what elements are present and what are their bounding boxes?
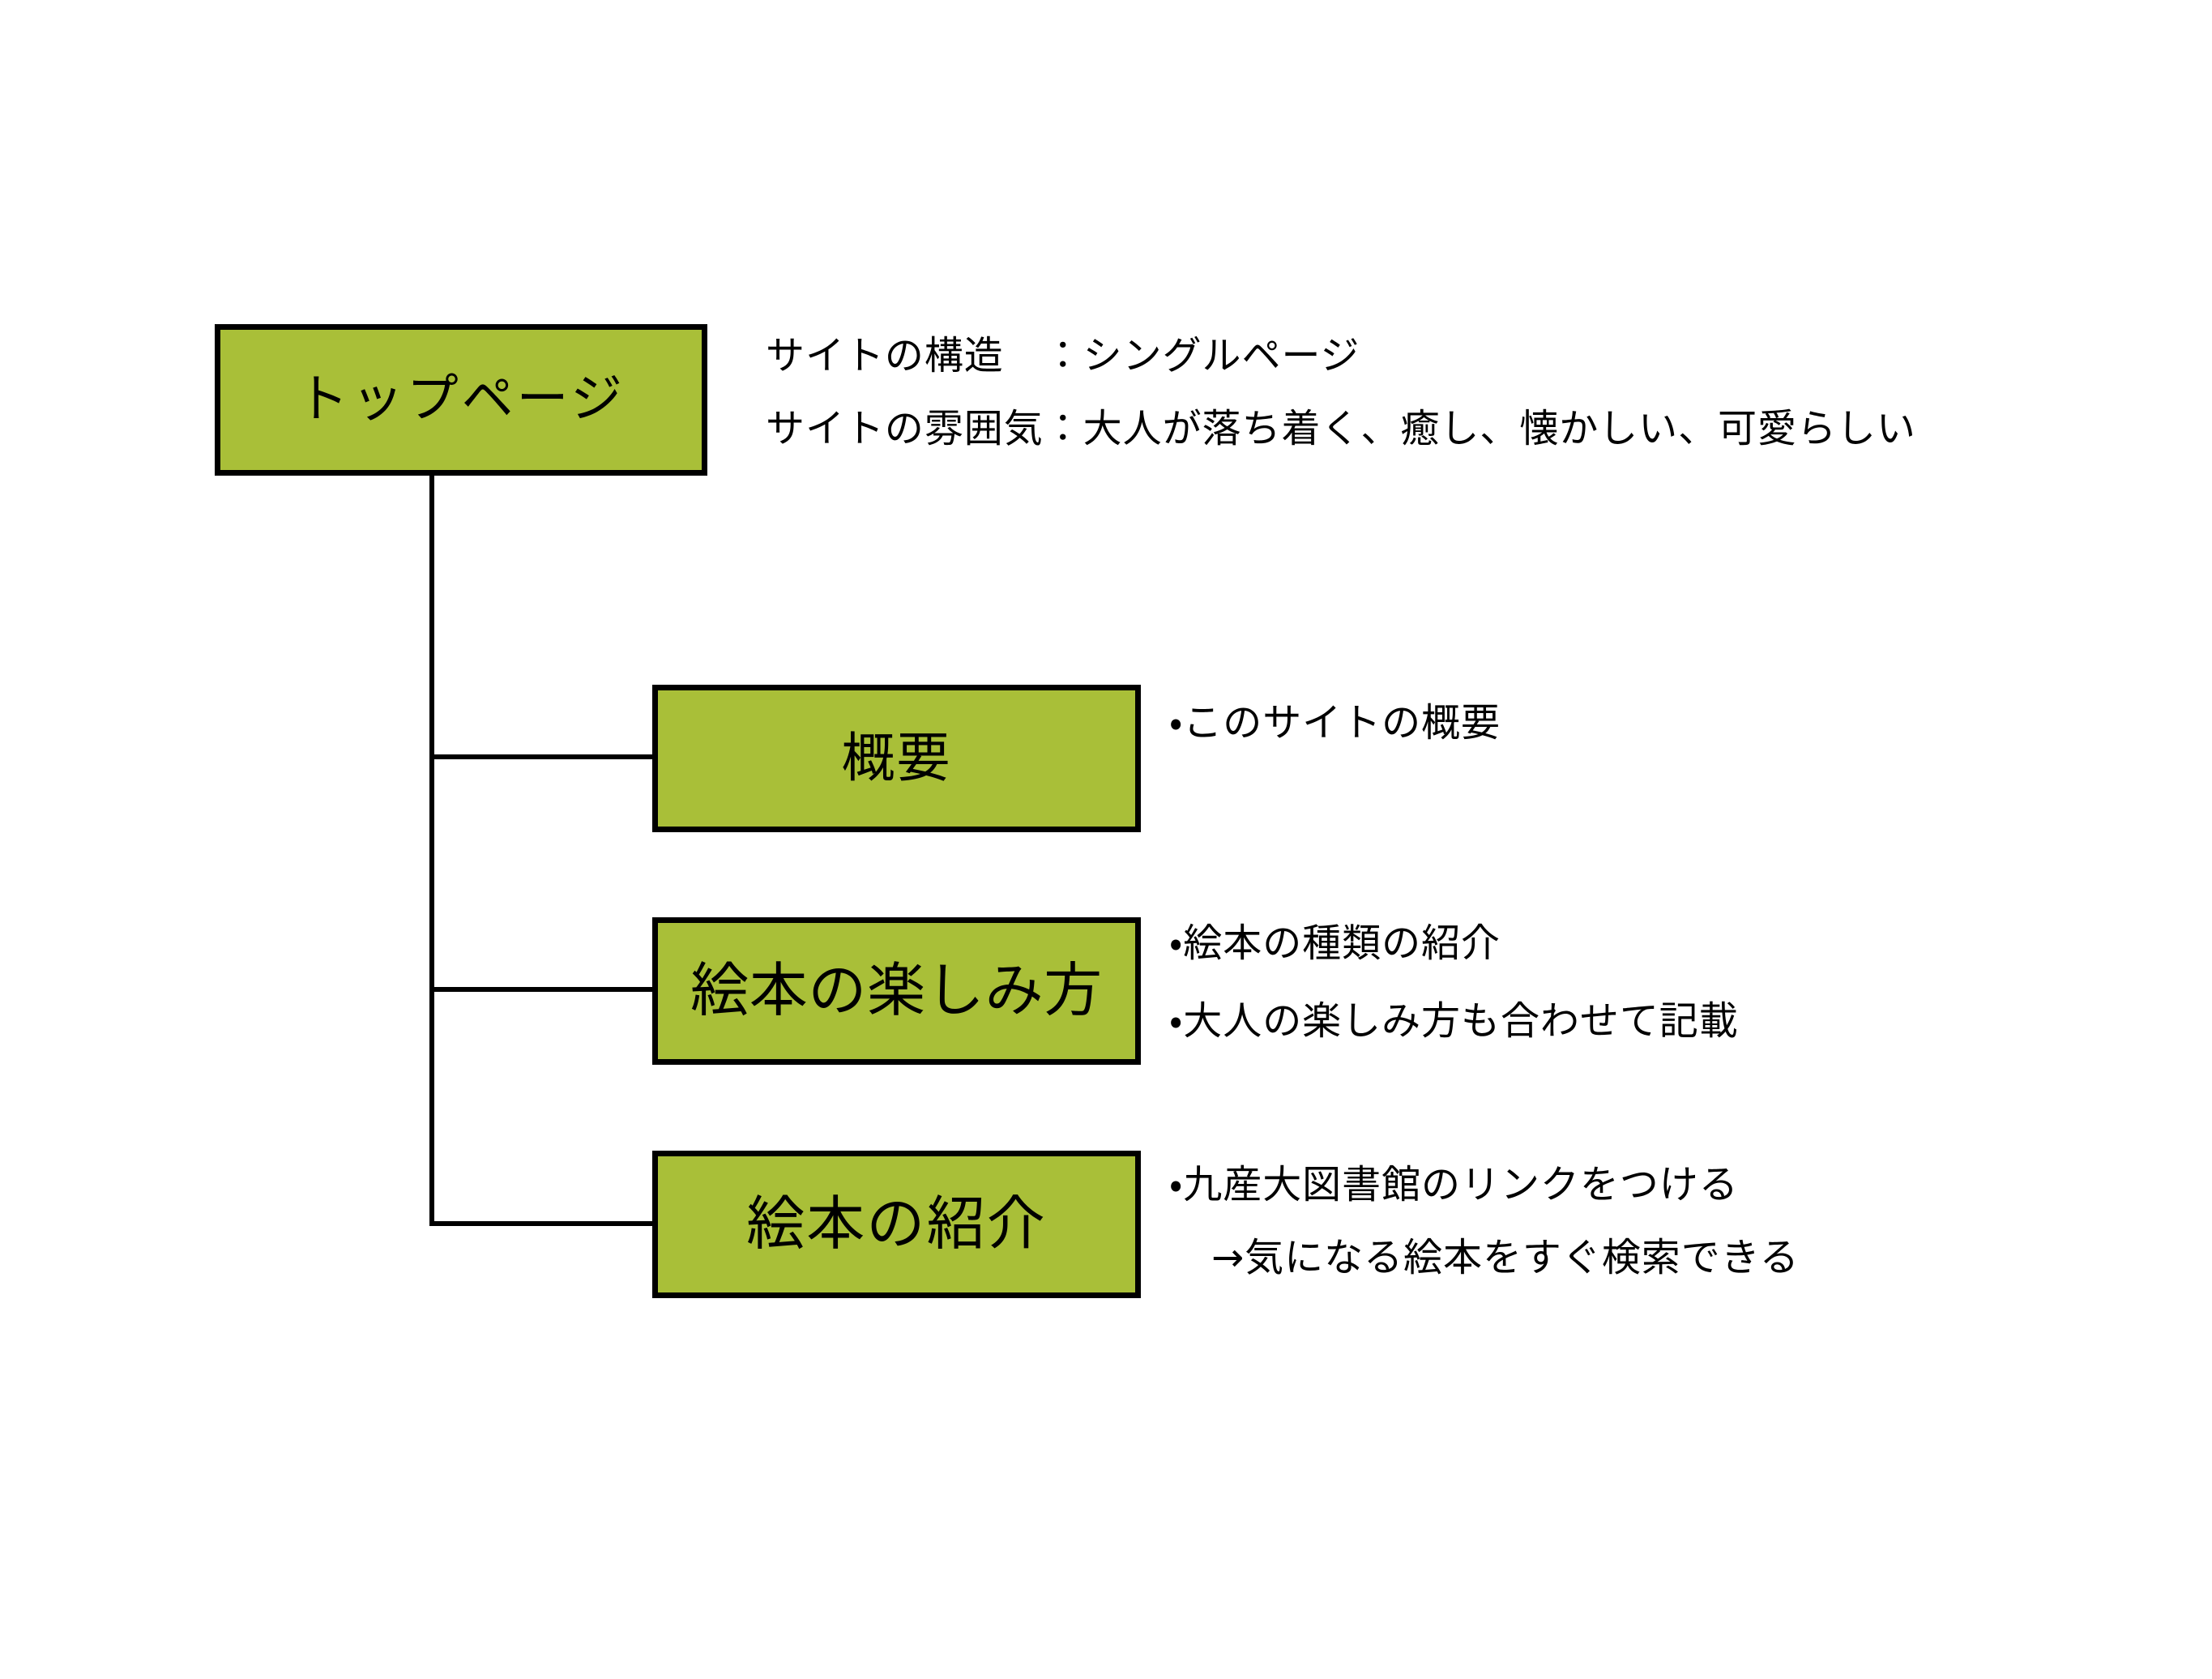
connector-branch-overview <box>429 754 655 759</box>
annotation-picture-book-enjoyment: ・絵本の種類の紹介 ・大人の楽しみ方も合わせて記載 <box>1169 924 1739 1040</box>
annotation-intro-line-1: ・九産大図書館のリンクをつける <box>1169 1162 1739 1207</box>
annotation-root: サイトの構造 ：シングルページ サイトの雰囲気：大人が落ち着く、癒し、懐かしい、… <box>766 336 1916 448</box>
connector-branch-intro <box>429 1221 655 1226</box>
node-picture-book-introduction[interactable]: 絵本の紹介 <box>652 1151 1141 1298</box>
annotation-picture-book-introduction: ・九産大図書館のリンクをつける →気になる絵本をすぐ検索できる <box>1169 1165 1800 1277</box>
node-picture-book-enjoyment[interactable]: 絵本の楽しみ方 <box>652 917 1141 1065</box>
node-top-page[interactable]: トップページ <box>215 324 707 476</box>
annotation-root-line-1: サイトの構造 ：シングルページ <box>766 333 1360 378</box>
annotation-intro-line-2: →気になる絵本をすぐ検索できる <box>1211 1235 1800 1280</box>
annotation-overview-line-1: ・このサイトの概要 <box>1169 700 1501 746</box>
node-picture-book-enjoyment-label: 絵本の楽しみ方 <box>690 956 1104 1025</box>
node-overview-label: 概要 <box>841 727 952 790</box>
annotation-enjoy-line-1: ・絵本の種類の紹介 <box>1169 921 1501 966</box>
connector-trunk-vertical <box>429 474 434 1226</box>
annotation-overview: ・このサイトの概要 <box>1169 703 1501 742</box>
annotation-enjoy-line-2: ・大人の楽しみ方も合わせて記載 <box>1169 998 1739 1044</box>
node-overview[interactable]: 概要 <box>652 685 1141 832</box>
node-picture-book-introduction-label: 絵本の紹介 <box>746 1190 1047 1258</box>
node-top-page-label: トップページ <box>297 369 626 429</box>
connector-branch-enjoy <box>429 987 655 992</box>
annotation-root-line-2: サイトの雰囲気：大人が落ち着く、癒し、懐かしい、可愛らしい <box>766 406 1916 451</box>
